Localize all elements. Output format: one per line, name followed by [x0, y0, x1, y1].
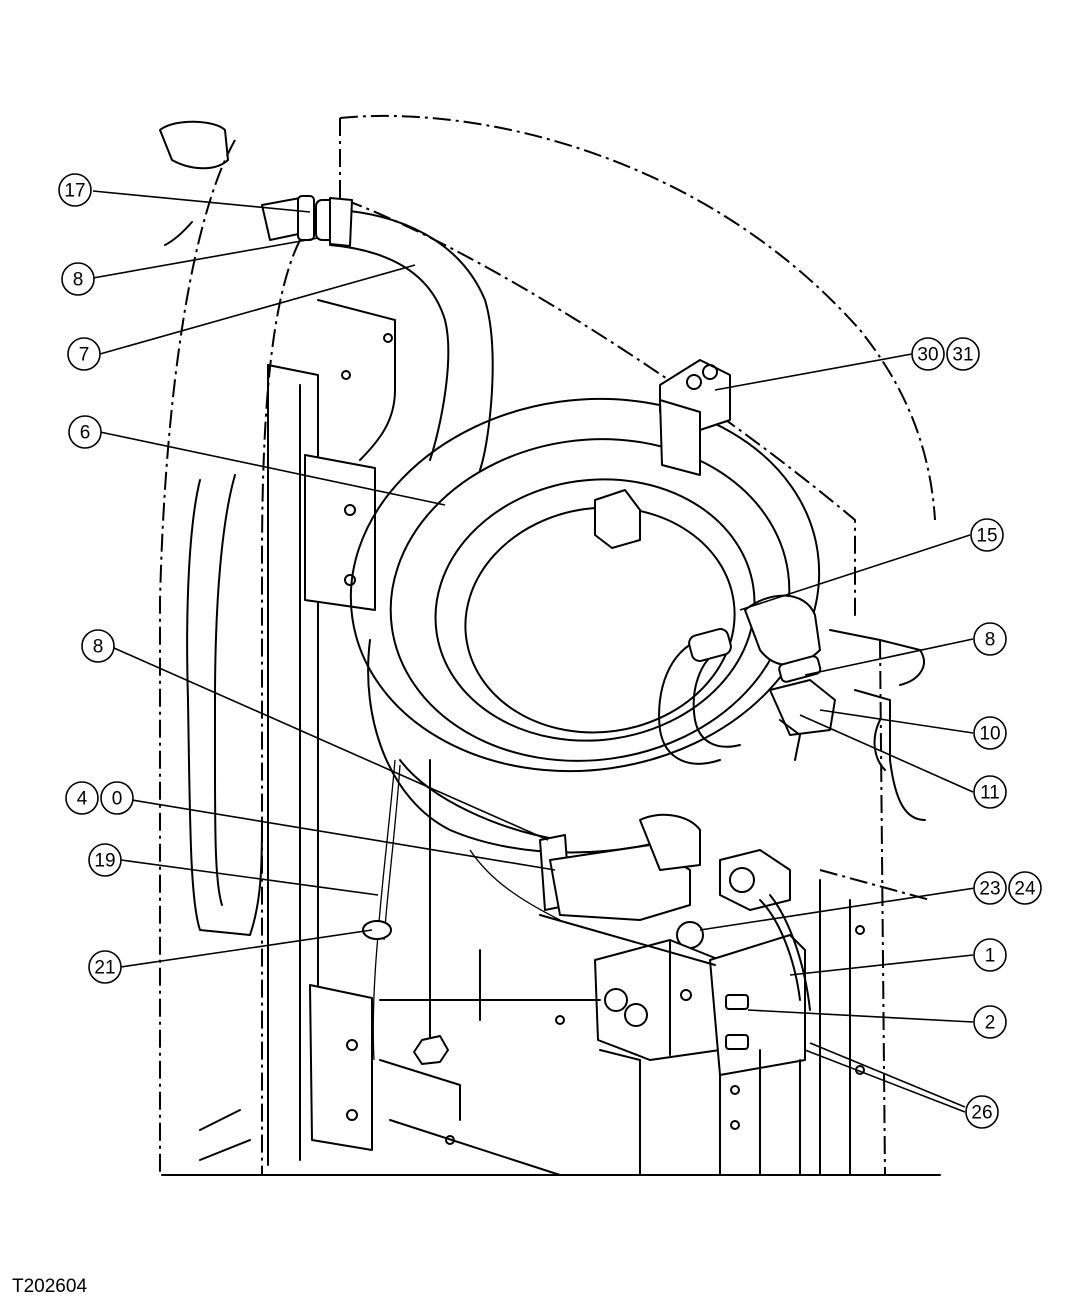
callout-c15: 15	[970, 518, 1004, 552]
callout-c19: 19	[88, 843, 122, 877]
cab-post	[267, 299, 396, 1166]
callout-circle	[970, 518, 1004, 552]
callout-circle	[68, 415, 102, 449]
base-frame	[161, 759, 941, 1176]
callout-number: 19	[94, 851, 115, 872]
callout-circle	[100, 781, 134, 815]
callout-c8b: 8	[973, 622, 1007, 656]
callout-c8c: 8	[81, 629, 115, 663]
callout-number: 10	[979, 724, 1000, 745]
top-bracket	[594, 359, 731, 549]
callout-circle	[67, 337, 101, 371]
upper-left-bracket	[159, 120, 263, 936]
callout-number: 21	[94, 958, 115, 979]
callout-circle	[965, 1095, 999, 1129]
hose-upper	[261, 195, 494, 471]
callout-c6: 6	[68, 415, 102, 449]
callout-number: 8	[73, 270, 84, 291]
callout-c8a: 8	[61, 262, 95, 296]
callout-number: 0	[112, 789, 123, 810]
callout-circle	[973, 775, 1007, 809]
callout-number: 8	[93, 637, 104, 658]
callout-number: 6	[80, 423, 91, 444]
callout-number: 7	[79, 345, 90, 366]
inner-elbow	[658, 628, 741, 765]
callout-number: 17	[64, 181, 85, 202]
valve-assembly	[539, 813, 811, 1076]
callout-circle	[81, 629, 115, 663]
callout-circle	[88, 843, 122, 877]
callout-c3031: 30 31	[911, 337, 980, 371]
figure-id-label: T202604	[12, 1276, 88, 1297]
callout-c21: 21	[88, 950, 122, 984]
callout-circle	[88, 950, 122, 984]
callout-number: 15	[976, 526, 997, 547]
callout-c2: 2	[973, 1005, 1007, 1039]
callout-number: 26	[971, 1103, 992, 1124]
callout-c26: 26	[965, 1095, 999, 1129]
callout-number: 2	[985, 1013, 996, 1034]
callout-circle	[973, 938, 1007, 972]
callout-number: 11	[980, 783, 1000, 804]
callout-circle	[973, 716, 1007, 750]
hose-coil	[349, 397, 821, 854]
cab-outline	[159, 114, 936, 1176]
callout-number: 1	[985, 946, 996, 967]
callout-c17: 17	[58, 173, 92, 207]
right-fittings	[744, 594, 926, 821]
callout-circle	[65, 781, 99, 815]
callout-number: 30	[917, 345, 938, 366]
callout-c7: 7	[67, 337, 101, 371]
callout-circle	[973, 1005, 1007, 1039]
callout-circle	[973, 871, 1007, 905]
callout-circle	[946, 337, 980, 371]
wire-harness	[362, 759, 561, 1061]
callout-circle	[973, 622, 1007, 656]
callout-circle	[61, 262, 95, 296]
callout-number: 31	[952, 345, 973, 366]
callout-circle	[1008, 871, 1042, 905]
callout-number: 8	[985, 630, 996, 651]
callout-number: 4	[77, 789, 88, 810]
callout-c2324: 23 24	[973, 871, 1042, 905]
callout-circle	[911, 337, 945, 371]
leader-lines	[92, 190, 976, 1113]
callout-number: 23	[979, 879, 1000, 900]
callout-c10: 10	[973, 716, 1007, 750]
callout-number: 24	[1014, 879, 1036, 900]
callout-c1: 1	[973, 938, 1007, 972]
callout-c11: 11	[973, 775, 1007, 809]
callout-circle	[58, 173, 92, 207]
